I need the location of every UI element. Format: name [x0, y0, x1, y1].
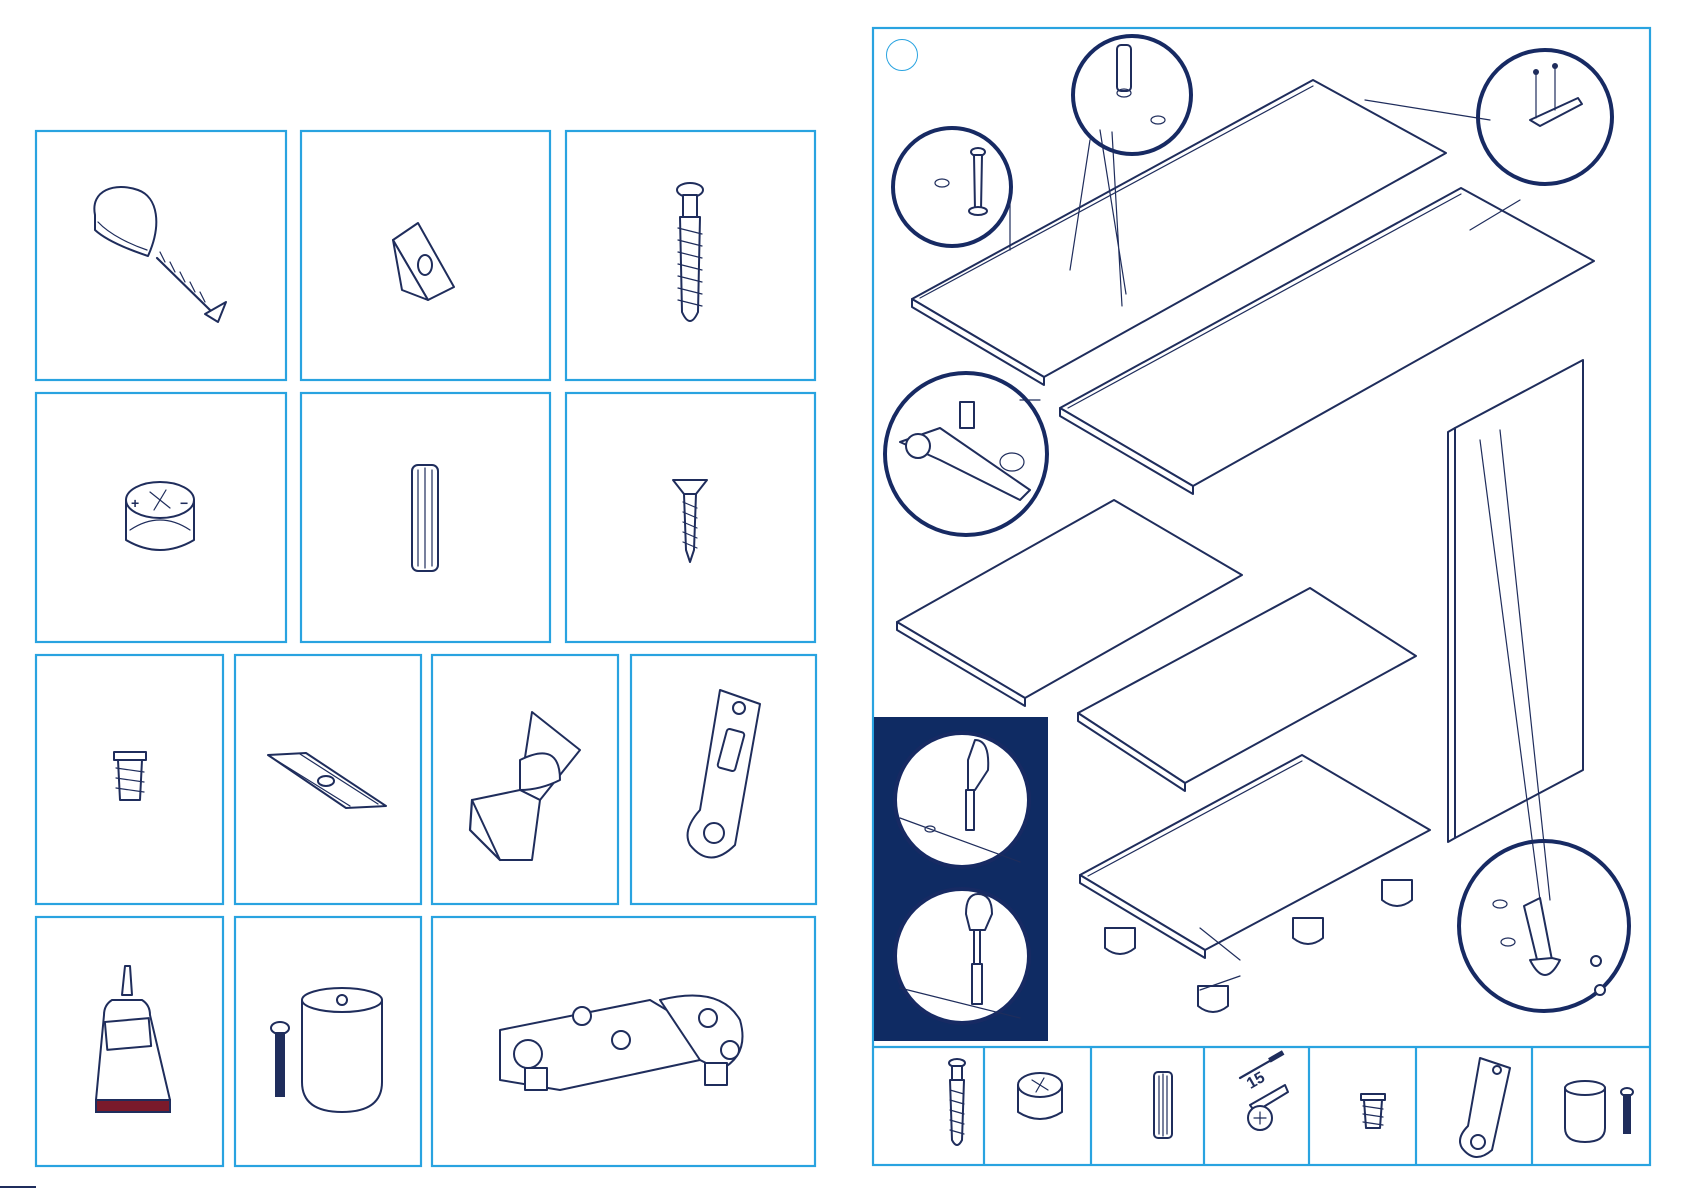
part-box-cam-lock: + −: [36, 393, 286, 642]
footer-mark: [0, 1186, 36, 1188]
part-box-shelf-clip: [432, 655, 618, 904]
step-number-badge: [886, 39, 918, 71]
part-box-corner-block: [301, 131, 550, 380]
svg-text:−: −: [180, 495, 188, 511]
part-box-wood-screw: [566, 393, 815, 642]
part-box-slide-plate: [235, 655, 421, 904]
detail-cam-bolt-circle: [893, 128, 1011, 246]
side-panel: [1448, 360, 1583, 842]
strip-cam-lock-icon: [1018, 1073, 1062, 1119]
cam-lock-icon: + −: [126, 482, 194, 550]
part-box-hinge-plate: [631, 655, 816, 904]
part-box-cam-bolt: [566, 131, 815, 380]
part-box-glue: [36, 917, 223, 1166]
part-box-knob: [36, 131, 286, 380]
dowel-icon: [412, 465, 438, 571]
part-box-short-screw: [36, 655, 223, 904]
part-box-dowel: [301, 393, 550, 642]
short-screw-icon: [114, 752, 146, 800]
leg-icon: [302, 988, 382, 1112]
svg-text:+: +: [131, 495, 139, 511]
part-box-leg: [235, 917, 421, 1166]
inset-insert-circle: [895, 733, 1029, 867]
part-box-hinge: [432, 917, 815, 1166]
strip-cam-bolt-icon: [949, 1059, 965, 1145]
strip-dowel-icon: [1154, 1072, 1172, 1138]
